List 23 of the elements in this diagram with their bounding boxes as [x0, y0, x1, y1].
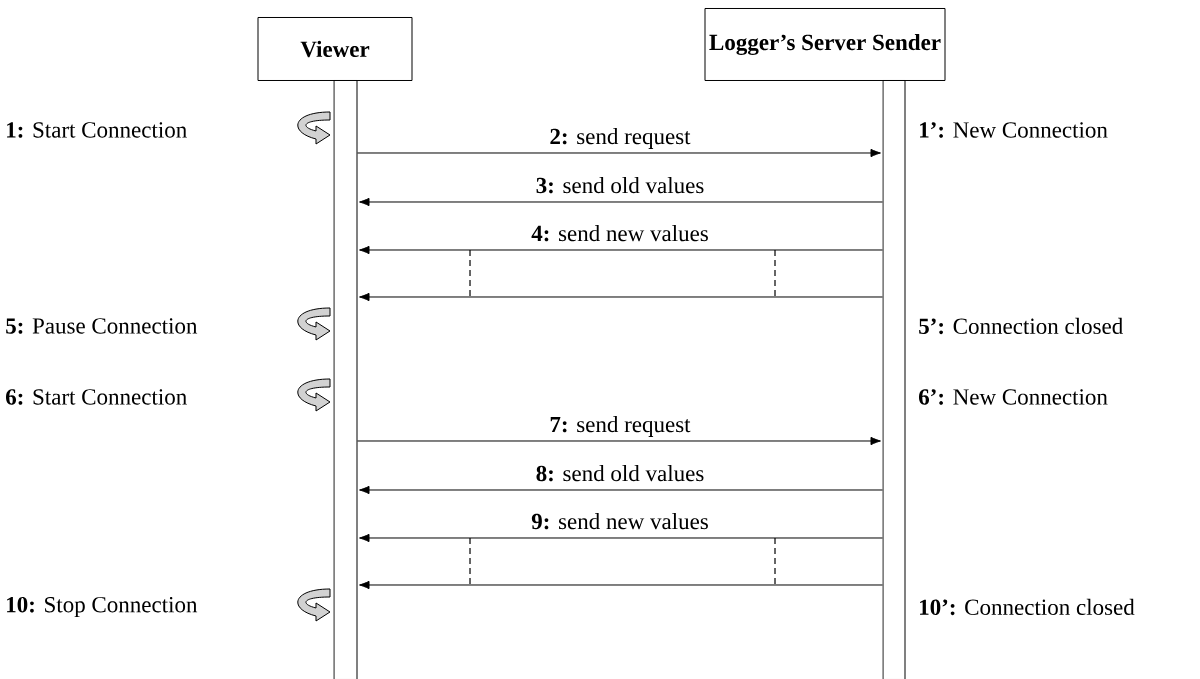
step-label: 5: Pause Connection: [6, 318, 198, 334]
edge-label: 9: send new values: [531, 513, 708, 530]
message-arrow: [359, 292, 883, 302]
step-label: 6: Start Connection: [6, 389, 187, 405]
lifeline-bar: [882, 80, 906, 679]
participant-box: Viewer: [257, 17, 413, 81]
step-label: 1: Start Connection: [7, 122, 187, 138]
step-label: 1’: New Connection: [920, 122, 1108, 138]
lifeline-bar: [333, 80, 358, 679]
participant-box: Logger’s Server Sender: [704, 8, 946, 81]
edge-label: 4: send new values: [531, 225, 708, 242]
message-arrow: [359, 197, 883, 207]
message-arrow: [359, 245, 883, 255]
message-arrow: [359, 485, 883, 495]
edge-label: 8: send old values: [536, 465, 704, 482]
message-arrow: [359, 533, 883, 543]
edge-label: 7: send request: [550, 416, 691, 437]
message-arrow: [357, 148, 881, 158]
step-label: 10: Stop Connection: [7, 596, 198, 618]
message-arrow: [359, 580, 883, 590]
edge-label: 2: send request: [550, 128, 691, 149]
message-arrow: [357, 436, 881, 446]
edge-label: 3: send old values: [536, 177, 704, 194]
